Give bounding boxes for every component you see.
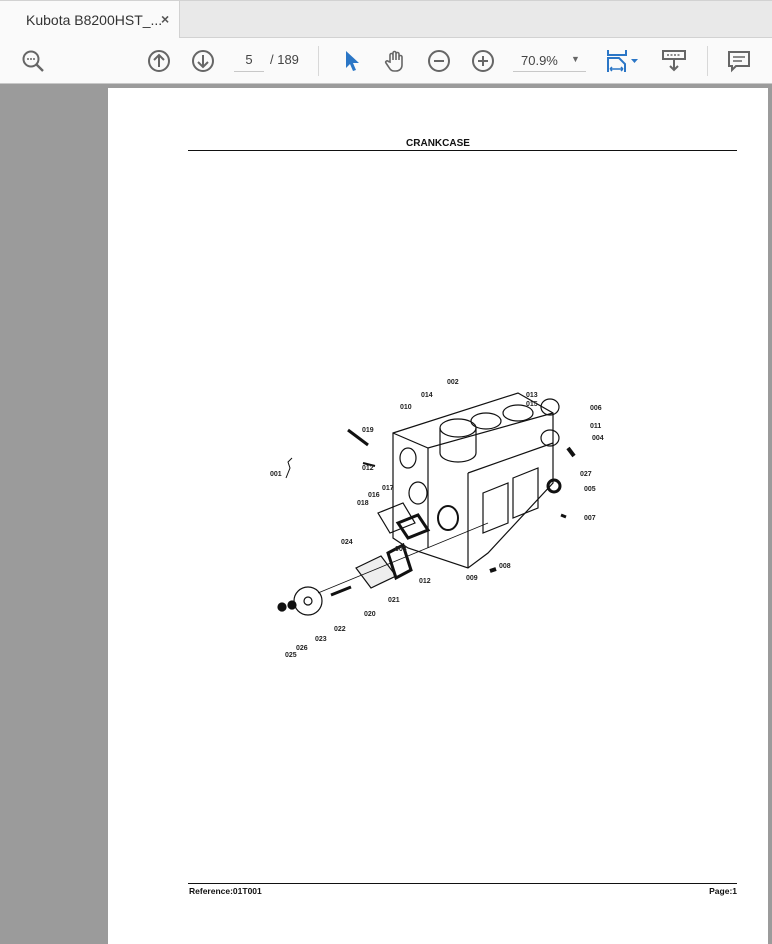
crankcase-exploded-diagram: 002 014 010 013 015 006 011 004 027 005 … <box>268 373 618 663</box>
part-label: 026 <box>296 645 308 652</box>
part-label: 024 <box>341 539 353 546</box>
toolbar-divider <box>318 46 319 76</box>
zoom-level-dropdown[interactable]: 70.9% ▼ <box>513 50 586 72</box>
toolbar-divider <box>707 46 708 76</box>
scroll-mode-icon[interactable] <box>662 49 686 73</box>
pdf-page: CRANKCASE <box>108 88 768 944</box>
page-total: / 189 <box>270 52 299 67</box>
comment-icon[interactable] <box>727 49 751 73</box>
part-label: 010 <box>400 404 412 411</box>
document-tab[interactable]: Kubota B8200HST_... × <box>0 1 180 39</box>
header-rule <box>188 150 737 151</box>
footer-rule <box>188 883 737 884</box>
part-label: 012 <box>419 578 431 585</box>
zoom-in-icon[interactable] <box>471 49 495 73</box>
part-label: 023 <box>315 636 327 643</box>
part-label: 014 <box>421 392 433 399</box>
part-label: 005 <box>584 486 596 493</box>
part-label: 022 <box>334 626 346 633</box>
part-label: 002 <box>447 379 459 386</box>
part-label: 003 <box>395 546 407 553</box>
part-label: 009 <box>466 575 478 582</box>
part-label: 013 <box>526 392 538 399</box>
part-label: 001 <box>270 471 282 478</box>
part-label: 006 <box>590 405 602 412</box>
tab-title: Kubota B8200HST_... <box>26 12 163 28</box>
part-label: 015 <box>526 401 538 408</box>
select-cursor-icon[interactable] <box>340 49 364 73</box>
part-label: 027 <box>580 471 592 478</box>
part-label: 025 <box>285 652 297 659</box>
page-number-input[interactable]: 5 <box>234 50 264 72</box>
tab-bar: Kubota B8200HST_... × <box>0 0 772 39</box>
chevron-down-icon[interactable]: ▼ <box>571 54 580 64</box>
zoom-search-icon[interactable] <box>21 49 45 73</box>
close-tab-icon[interactable]: × <box>161 11 170 27</box>
part-label: 019 <box>362 427 374 434</box>
hand-pan-icon[interactable] <box>383 49 407 73</box>
part-label: 012 <box>362 465 374 472</box>
reference-label: Reference:01T001 <box>189 886 262 896</box>
part-label: 011 <box>590 423 602 430</box>
zoom-out-icon[interactable] <box>427 49 451 73</box>
page-title: CRANKCASE <box>406 138 470 149</box>
part-label: 020 <box>364 611 376 618</box>
part-label: 008 <box>499 563 511 570</box>
engine-block-illustration <box>277 392 576 616</box>
part-label: 018 <box>357 500 369 507</box>
page-number-label: Page:1 <box>709 886 737 896</box>
page-up-icon[interactable] <box>147 49 171 73</box>
part-label: 017 <box>382 485 394 492</box>
page-down-icon[interactable] <box>191 49 215 73</box>
part-label: 021 <box>388 597 400 604</box>
fit-page-icon[interactable] <box>606 49 640 73</box>
part-label: 004 <box>592 435 604 442</box>
part-label: 007 <box>584 515 596 522</box>
toolbar: 5 / 189 70.9% ▼ <box>0 38 772 84</box>
part-label: 016 <box>368 492 380 499</box>
zoom-level-value: 70.9% <box>521 53 558 68</box>
